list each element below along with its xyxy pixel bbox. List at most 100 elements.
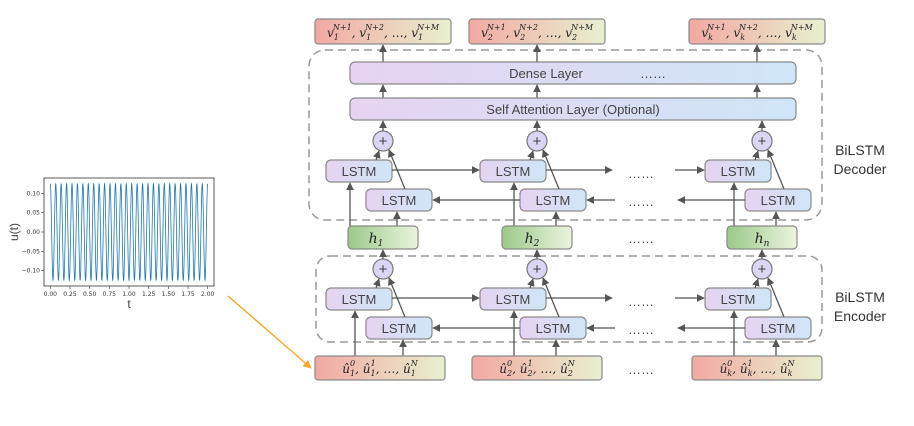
input-k-term-1: ûk0: [720, 359, 733, 378]
decoder-fwd-lstm-2-label: LSTM: [496, 164, 531, 179]
decoder-fwd-lstm-2: [479, 159, 547, 183]
output-2-term-3: v2N+M: [565, 23, 594, 42]
decoder-plus-1-circle: [372, 130, 394, 152]
output-label-k: vkN+1, vkN+2, …, vkN+M: [701, 23, 813, 42]
input-k-term-2-sub: k: [748, 369, 753, 378]
decoder-bwd-ellipsis: ……: [628, 194, 654, 209]
decoder-plus-k-symbol: +: [758, 133, 767, 150]
x-tick-label: 1.00: [122, 291, 136, 298]
dec-bwd-to-plus-k: [767, 149, 785, 190]
output-2-term-3-sub: 2: [571, 33, 577, 42]
input-2-term-1-sub: 2: [506, 369, 512, 378]
decoder-bwd-lstm-2-label: LSTM: [536, 193, 571, 208]
y-axis-ticks: 0.100.050.00−0.05−0.10: [22, 190, 44, 275]
x-tick-label: 0.75: [103, 291, 117, 298]
output-2-term-3-sup: N+M: [570, 23, 594, 32]
output-1-term-1-sub: 1: [334, 33, 339, 42]
encoder-fwd-lstm-1-label: LSTM: [342, 292, 377, 307]
decoder-fwd-lstm-1: [325, 159, 393, 183]
output-1-term-3-sub: 1: [418, 33, 423, 42]
x-tick-label: 1.25: [142, 291, 156, 298]
decoder-plus-2-symbol: +: [533, 133, 542, 150]
encoder-section-label-line2: Encoder: [834, 308, 886, 324]
encoder-bwd-lstm-1: [365, 316, 433, 340]
input-k-term-2: ûk1: [740, 359, 753, 378]
decoder-bwd-lstm-1-label: LSTM: [382, 193, 417, 208]
encoder-fwd-lstm-k: [704, 287, 772, 311]
input-label-1: û10, û11, …, û1N: [342, 359, 419, 378]
encoder-plus-k-circle: [751, 258, 773, 280]
encoder-plus-2-symbol: +: [533, 261, 542, 278]
decoder-plus-k: +: [751, 130, 773, 152]
hidden-state-n-sub: n: [764, 239, 770, 249]
output-box-1: v1N+1, v1N+2, …, v1N+M: [314, 18, 452, 45]
input-label-k: ûk0, ûk1, …, ûkN: [720, 359, 796, 378]
decoder-arrows: [373, 149, 785, 204]
input-k-term-2-sup: 1: [747, 359, 752, 368]
hidden-state-2-sub: 2: [533, 239, 540, 249]
dec-fwd-to-plus-2: [527, 150, 535, 161]
input-2-term-3: û2N: [560, 359, 576, 378]
encoder-fwd-lstm-1: [325, 287, 393, 311]
hidden-state-2: h2: [501, 225, 573, 250]
input-label-2: û20, û21, …, û2N: [499, 359, 576, 378]
hidden-state-1: h1: [347, 225, 419, 250]
input-k-term-3-sub: k: [788, 369, 793, 378]
input-k-term-3: ûkN: [780, 359, 796, 378]
output-k-term-1: vkN+1: [701, 23, 725, 42]
input-box-k: ûk0, ûk1, …, ûkN: [691, 355, 823, 381]
output-1-term-2-sup: N+2: [364, 23, 384, 32]
y-axis-label: u(t): [7, 223, 21, 241]
encoder-plus-2: +: [526, 258, 548, 280]
output-1-term-3: v1N+M: [411, 23, 440, 42]
input-1-term-3-sub: 1: [411, 369, 416, 378]
connector-arrow: [227, 295, 312, 369]
input-box-1: û10, û11, …, û1N: [314, 355, 446, 381]
input-1-term-2-sub: 1: [371, 369, 376, 378]
output-2-term-1: v2N+1: [481, 23, 506, 42]
output-label-2: v2N+1, v2N+2, …, v2N+M: [481, 23, 594, 42]
decoder-plus-k-circle: [751, 130, 773, 152]
y-tick-label: −0.05: [22, 248, 41, 255]
encoder-plus-1-circle: [372, 258, 394, 280]
output-k-term-1-sub: k: [708, 33, 713, 42]
output-k-term-2-sup: N+2: [738, 23, 758, 32]
x-axis-label: t: [127, 297, 131, 311]
hidden-state-2-frame: [501, 225, 573, 250]
input-1-term-1: û10: [342, 359, 355, 378]
y-tick-label: −0.10: [22, 268, 41, 275]
input-1-term-2-sup: 1: [371, 359, 376, 368]
output-k-term-3-sup: N+M: [790, 23, 814, 32]
encoder-bwd-lstm-k-label: LSTM: [761, 321, 796, 336]
output-k-term-3: vkN+M: [785, 23, 813, 42]
output-box-2: v2N+1, v2N+2, …, v2N+M: [468, 18, 606, 45]
hidden-state-1-sub: 1: [378, 239, 384, 249]
input-box-2-frame: [471, 355, 603, 381]
input-2-term-2: û21: [520, 359, 533, 378]
hidden-state-1-frame: [347, 225, 419, 250]
x-tick-label: 2.00: [201, 291, 215, 298]
input-box-2: û20, û21, …, û2N: [471, 355, 603, 381]
x-tick-label: 1.75: [181, 291, 195, 298]
input-box-k-frame: [691, 355, 823, 381]
x-tick-label: 1.50: [162, 291, 176, 298]
input-2-term-3-sup: N: [567, 359, 576, 368]
output-2-term-2: v2N+2: [513, 23, 538, 42]
input-k-term-3-sup: N: [786, 359, 795, 368]
enc-fwd-to-plus-2: [527, 278, 535, 289]
hidden-ellipsis: ……: [628, 231, 654, 246]
input-1-term-3: û1N: [403, 359, 419, 378]
encoder-fwd-lstm-2: [479, 287, 547, 311]
input-2-term-1: û20: [499, 359, 512, 378]
output-1-term-2-sub: 1: [366, 33, 371, 42]
decoder-section-label-line1: BiLSTM: [835, 142, 885, 158]
hidden-state-n-frame: [726, 225, 798, 250]
output-label-1: v1N+1, v1N+2, …, v1N+M: [327, 23, 440, 42]
decoder-plus-1-symbol: +: [379, 133, 388, 150]
encoder-plus-k-symbol: +: [758, 261, 767, 278]
output-1-term-1: v1N+1: [327, 23, 352, 42]
output-box-k: vkN+1, vkN+2, …, vkN+M: [688, 18, 826, 45]
dense-layer-ellipsis: ……: [640, 66, 666, 81]
encoder-plus-k: +: [751, 258, 773, 280]
hidden-state-2-label: h2: [525, 231, 540, 249]
